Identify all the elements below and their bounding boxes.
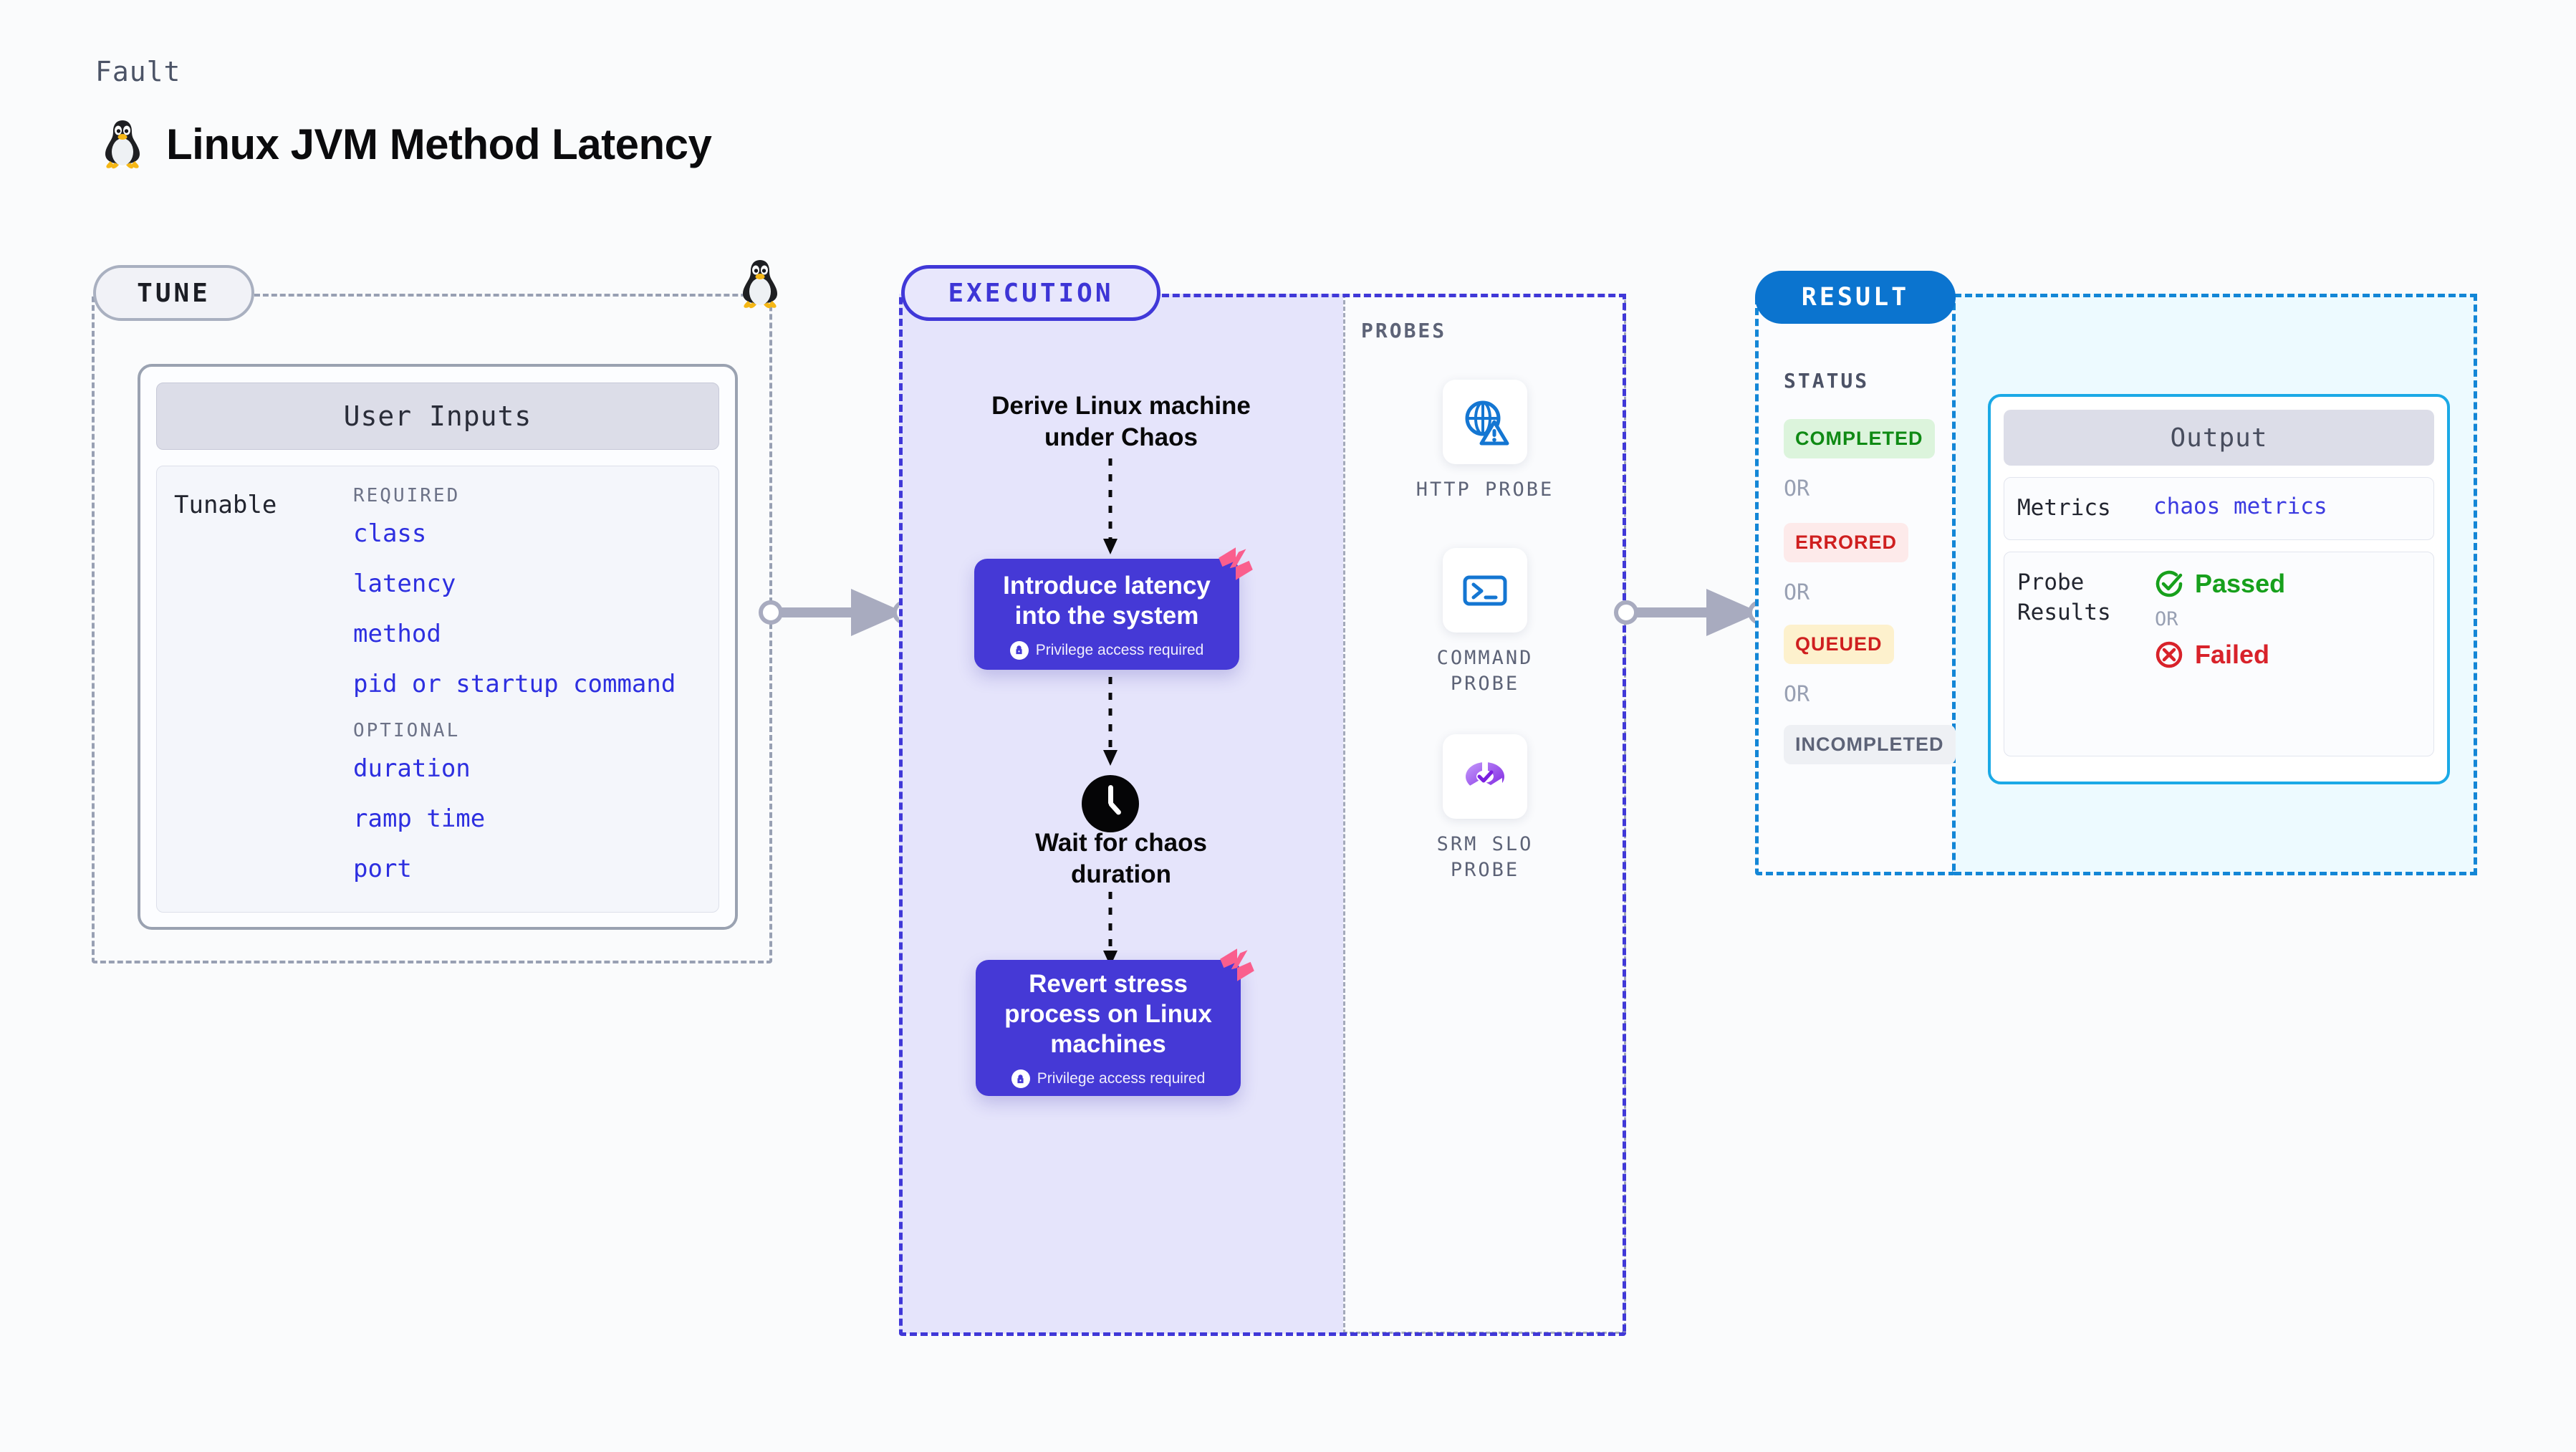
tune-linux-penguin-icon	[738, 258, 782, 313]
output-row-metrics: Metrics chaos metrics	[2004, 477, 2434, 540]
user-inputs-title: User Inputs	[343, 400, 532, 432]
result-status-panel	[1755, 294, 1956, 875]
param-duration[interactable]: duration	[353, 754, 471, 783]
user-inputs-header: User Inputs	[156, 383, 719, 450]
status-or-3: OR	[1784, 682, 1810, 707]
probe-http[interactable]: HTTP PROBE	[1403, 380, 1567, 503]
probes-column	[1343, 294, 1626, 1334]
execution-panel	[899, 294, 1626, 1336]
linux-penguin-icon	[105, 120, 140, 169]
terminal-prompt-icon	[1443, 548, 1527, 633]
probe-result-passed-row: Passed	[2153, 568, 2421, 600]
status-title: STATUS	[1784, 369, 1870, 393]
node-introduce-latency-subtitle: Privilege access required	[1035, 641, 1204, 658]
status-badge-queued: QUEUED	[1784, 625, 1894, 664]
status-or-1: OR	[1784, 476, 1810, 501]
status-badge-incompleted: INCOMPLETED	[1784, 725, 1956, 764]
tune-stage-label: TUNE	[137, 278, 211, 308]
x-circle-icon	[2156, 641, 2183, 668]
probe-result-failed-row: Failed	[2153, 639, 2421, 670]
output-header: Output	[2004, 410, 2434, 466]
status-badge-completed: COMPLETED	[1784, 419, 1935, 458]
arrow-wait-to-revert	[1103, 892, 1118, 966]
clock-icon	[1082, 775, 1139, 832]
fault-kicker-label: Fault	[95, 56, 181, 87]
user-inputs-card: User Inputs Tunable REQUIRED class laten…	[138, 364, 738, 930]
harness-badge-icon	[1220, 948, 1254, 981]
execution-stage-pill[interactable]: EXECUTION	[901, 265, 1160, 321]
node-revert-stress-process-subtitle-row: Privilege access required	[1011, 1069, 1206, 1088]
globe-warning-icon	[1443, 380, 1527, 464]
param-method[interactable]: method	[353, 620, 441, 648]
slo-donut-check-icon	[1443, 734, 1527, 819]
probes-title: PROBES	[1361, 319, 1447, 342]
param-class[interactable]: class	[353, 519, 427, 548]
node-introduce-latency-subtitle-row: Privilege access required	[1009, 640, 1204, 660]
status-or-2: OR	[1784, 580, 1810, 605]
node-revert-stress-process-subtitle: Privilege access required	[1037, 1070, 1206, 1087]
param-ramp-time[interactable]: ramp time	[353, 804, 486, 833]
execution-panel-top-border	[1162, 294, 1626, 297]
tune-panel	[92, 294, 772, 963]
output-metrics-key: Metrics	[2017, 495, 2111, 521]
probe-result-or: OR	[2155, 607, 2178, 630]
output-title: Output	[2170, 423, 2268, 453]
fault-title-row: Linux JVM Method Latency	[100, 118, 712, 170]
arrow-introduce-to-wait	[1103, 677, 1118, 766]
page-title: Linux JVM Method Latency	[166, 120, 712, 168]
optional-group-label: OPTIONAL	[353, 720, 461, 741]
tunable-label: Tunable	[174, 491, 277, 519]
lock-icon	[1009, 640, 1029, 660]
lock-icon	[1011, 1069, 1030, 1088]
probe-result-failed-label: Failed	[2195, 639, 2270, 669]
param-port[interactable]: port	[353, 855, 412, 883]
probe-http-label: HTTP PROBE	[1416, 479, 1554, 501]
check-circle-icon	[2156, 570, 2183, 597]
tune-panel-top-border	[254, 294, 772, 297]
harness-badge-icon	[1219, 547, 1253, 580]
param-latency[interactable]: latency	[353, 569, 456, 598]
execution-stage-label: EXECUTION	[948, 278, 1114, 308]
output-probe-results-values: Passed OR Failed	[2153, 568, 2421, 740]
tunable-parameter-list: REQUIRED class latency method pid or sta…	[353, 485, 704, 912]
tunable-box: Tunable REQUIRED class latency method pi…	[156, 466, 719, 913]
result-stage-pill[interactable]: RESULT	[1755, 271, 1956, 324]
required-group-label: REQUIRED	[353, 485, 461, 506]
arrow-derive-to-introduce	[1103, 458, 1118, 554]
result-stage-label: RESULT	[1801, 283, 1910, 312]
param-pid-or-startup-command[interactable]: pid or startup command	[353, 670, 676, 698]
output-metrics-value[interactable]: chaos metrics	[2153, 494, 2327, 519]
status-badge-errored: ERRORED	[1784, 523, 1909, 562]
probe-result-passed-label: Passed	[2195, 568, 2286, 598]
tune-stage-pill[interactable]: TUNE	[93, 265, 254, 321]
